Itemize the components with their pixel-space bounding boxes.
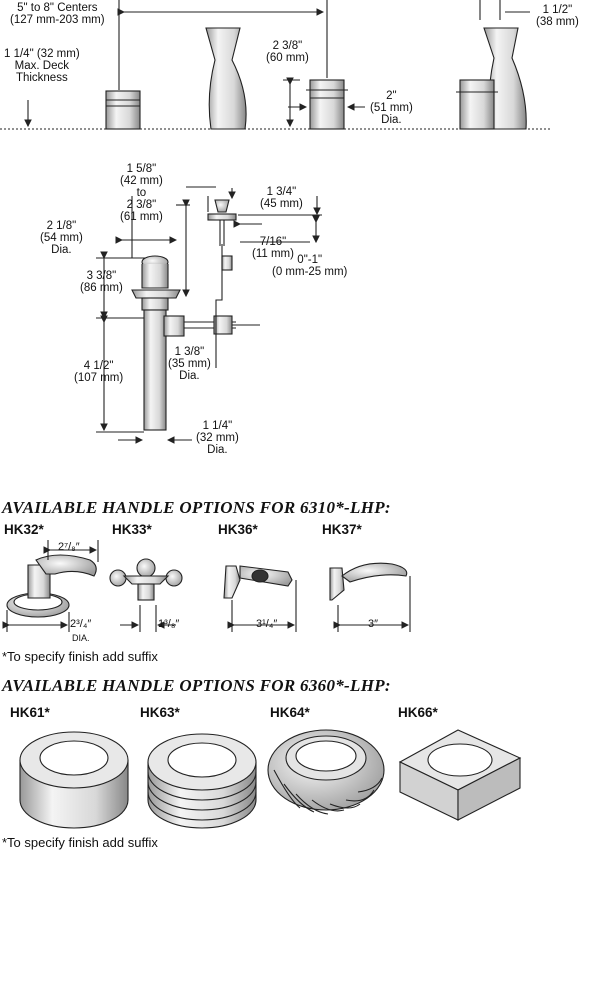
dim-text: 4 1/2" [83, 360, 114, 372]
dim-text: (51 mm) [370, 102, 413, 114]
deck-thickness-dimension: 1 1/4" (32 mm) Max. Deck Thickness [4, 48, 80, 84]
dim-text: 1 5/8" [126, 163, 157, 175]
dim-text: (35 mm) [168, 358, 211, 370]
dim-hk37-width: 3″ [368, 618, 379, 630]
dim-text: (45 mm) [260, 198, 303, 210]
dim-text: 0"-1" [297, 254, 323, 266]
drain-dim-1: 1 5/8" (42 mm) to 2 3/8" (61 mm) [120, 163, 163, 223]
drain-dim-3: 3 3/8" (86 mm) [80, 270, 123, 294]
drain-dim-9: 1 1/4" (32 mm) Dia. [196, 420, 239, 456]
dim-text: 1 3/8" [174, 346, 205, 358]
drain-dim-2: 2 1/8" (54 mm) Dia. [40, 220, 83, 256]
dim-text: (11 mm) [252, 248, 294, 260]
dim-text: (42 mm) [120, 175, 163, 187]
label-hk61: HK61* [10, 705, 50, 720]
label-hk66: HK66* [398, 705, 438, 720]
heading-6360: AVAILABLE HANDLE OPTIONS FOR 6360*-LHP: [2, 676, 391, 695]
dim-text: (38 mm) [536, 16, 579, 28]
dim-text: Dia. [207, 444, 228, 456]
dim-text: 2 1/8" [46, 220, 77, 232]
label-hk37: HK37* [322, 522, 362, 537]
dim-text: 2 3/8" [126, 199, 157, 211]
dim-text: (60 mm) [266, 52, 309, 64]
dim-text: 7/16" [259, 236, 287, 248]
dim-text: (32 mm) [196, 432, 239, 444]
dim-text: Dia. [179, 370, 200, 382]
dim-text: Dia. [51, 244, 72, 256]
dim-text: 1 3/4" [266, 186, 297, 198]
dim-hk32-dia: 2³/₄″ [70, 618, 92, 630]
heading-6310: AVAILABLE HANDLE OPTIONS FOR 6310*-LHP: [2, 498, 391, 517]
top-faucet-elevation [0, 0, 552, 130]
finish-note-6310: *To specify finish add suffix [2, 649, 158, 664]
dim-text: 1 1/2" [542, 4, 573, 16]
handle-options-6310 [2, 540, 411, 632]
dim-text: (54 mm) [40, 232, 83, 244]
dim-hk33-width: 1³/₈″ [158, 618, 180, 630]
valve-height-dimension: 2 3/8" (60 mm) [266, 40, 309, 64]
dim-text: 1 1/4" [202, 420, 233, 432]
finish-note-6360: *To specify finish add suffix [2, 835, 158, 850]
dim-text: Thickness [15, 72, 68, 84]
pop-up-drain-diagram [96, 186, 322, 444]
dim-hk36-width: 3¹/₄″ [256, 618, 278, 630]
drain-dim-6: 0"-1" (0 mm-25 mm) [272, 254, 347, 278]
dim-text: 1 1/4" (32 mm) [4, 48, 80, 60]
dim-text: (127 mm-203 mm) [10, 14, 105, 26]
dim-text: (61 mm) [120, 211, 163, 223]
drain-dim-7: 1 3/8" (35 mm) Dia. [168, 346, 211, 382]
label-hk32: HK32* [4, 522, 44, 537]
dim-text: 5" to 8" Centers [17, 2, 98, 14]
handle-options-6360 [19, 729, 522, 829]
dim-text: Dia. [381, 114, 402, 126]
dim-text: 3 3/8" [86, 270, 117, 282]
dim-text: (107 mm) [74, 372, 124, 384]
label-hk33: HK33* [112, 522, 152, 537]
label-hk64: HK64* [270, 705, 310, 720]
dim-hk32-width: 2⁷/₈″ [58, 541, 80, 553]
dim-text: (86 mm) [80, 282, 123, 294]
valve-width-dimension: 2" (51 mm) Dia. [370, 90, 413, 126]
label-hk36: HK36* [218, 522, 258, 537]
drain-dim-8: 4 1/2" (107 mm) [74, 360, 123, 384]
drain-dim-5: 7/16" (11 mm) [252, 236, 294, 260]
centers-dimension: 5" to 8" Centers (127 mm-203 mm) [10, 2, 105, 26]
dim-text: (0 mm-25 mm) [272, 266, 348, 278]
spout-width-dimension: 1 1/2" (38 mm) [536, 4, 579, 28]
label-hk63: HK63* [140, 705, 180, 720]
dim-text: to [136, 187, 147, 199]
dim-text: Max. Deck [14, 60, 69, 72]
dim-text: 2 3/8" [272, 40, 303, 52]
drain-dim-4: 1 3/4" (45 mm) [260, 186, 303, 210]
dim-hk32-dia-label: DIA. [72, 633, 90, 643]
dim-text: 2" [386, 90, 397, 102]
